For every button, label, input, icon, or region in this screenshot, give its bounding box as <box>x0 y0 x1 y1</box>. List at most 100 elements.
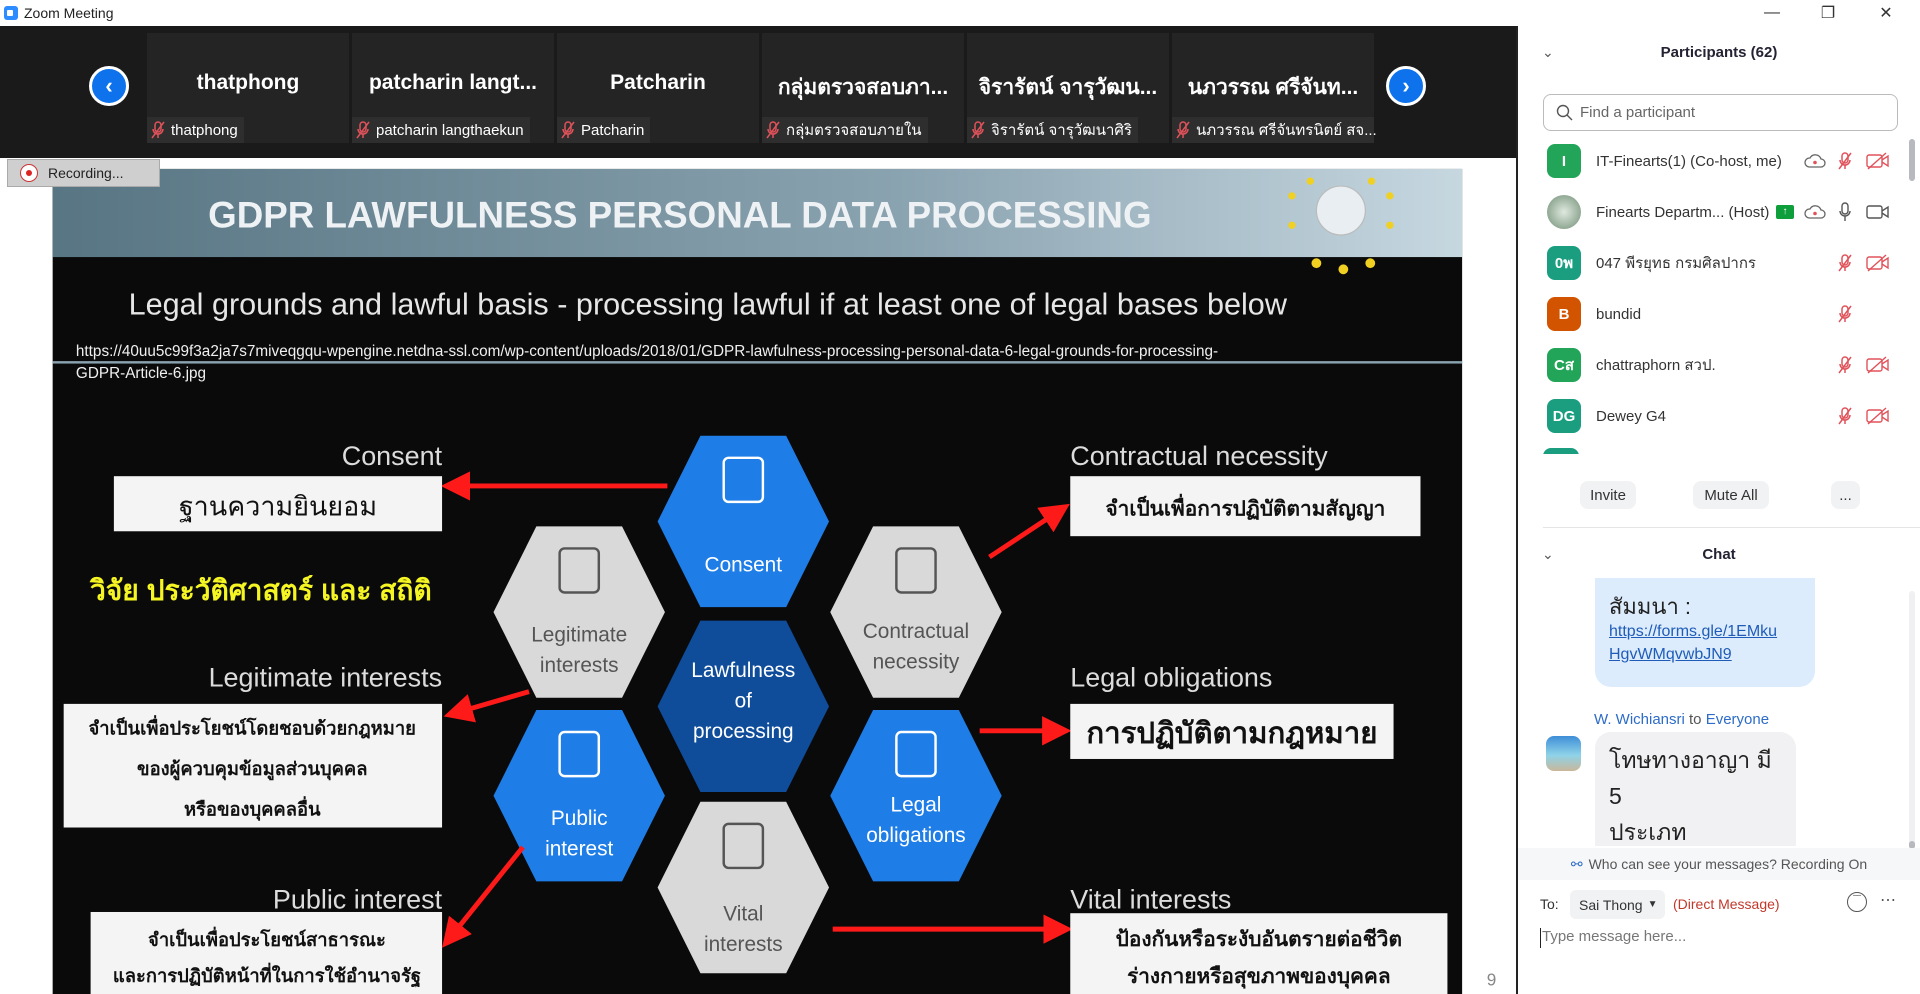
basis-thai: จำเป็นเพื่อประโยชน์โดยชอบด้วยกฎหมาย <box>89 714 416 739</box>
tile-name: thatphong <box>171 121 238 139</box>
hexagon-shape <box>657 801 830 974</box>
title-bar: Zoom Meeting <box>0 0 1920 26</box>
chat-message-text: สัมมนา : <box>1609 594 1692 619</box>
tile-name-label: นภวรรณ ศรีจันทรนิตย์ สจ... <box>1172 117 1377 143</box>
chat-notice-text: Who can see your messages? Recording On <box>1588 856 1868 872</box>
participant-video-tile[interactable]: จิรารัตน์ จารุวัฒน... จิรารัตน์ จารุวัฒน… <box>967 33 1169 143</box>
basis-box-legitimate <box>63 703 443 828</box>
chat-message-input[interactable]: Type message here... <box>1540 928 1910 948</box>
participant-name: Dewey G4 <box>1596 407 1667 425</box>
invite-button[interactable]: Invite <box>1580 481 1636 509</box>
avatar: DG <box>1547 399 1581 433</box>
participant-name: Finearts Departm... (Host) <box>1596 203 1770 221</box>
hexagon-shape <box>493 526 665 698</box>
basis-thai: ป้องกันหรือระงับอันตรายต่อชีวิต <box>1116 927 1402 951</box>
avatar: B <box>1547 297 1581 331</box>
participant-row[interactable]: DG Dewey G4 <box>1518 391 1898 441</box>
hex-label: interests <box>540 654 619 677</box>
chat-sender[interactable]: W. Wichiansri <box>1594 711 1685 728</box>
basis-thai: ของผู้ควบคุมข้อมูลส่วนบุคคล <box>137 758 367 781</box>
hexagon-shape <box>493 710 665 882</box>
chat-title: Chat <box>1702 546 1736 563</box>
basis-label-consent: Consent <box>342 441 443 471</box>
slide-title: GDPR LAWFULNESS PERSONAL DATA PROCESSING <box>208 195 1151 236</box>
chat-visibility-notice[interactable]: ⚯ Who can see your messages? Recording O… <box>1518 848 1920 880</box>
emoji-icon[interactable]: ‾‾ <box>1847 892 1867 912</box>
tile-display-name: Patcharin <box>610 71 706 94</box>
participant-video-tile[interactable]: กลุ่มตรวจสอบภา... กลุ่มตรวจสอบภายใน <box>762 33 964 143</box>
hex-label: Vital <box>723 903 763 926</box>
hex-label: processing <box>693 720 794 743</box>
mic-icon[interactable] <box>1833 200 1857 224</box>
participant-name: IT-Finearts(1) (Co-host, me) <box>1596 152 1782 170</box>
mic-muted-icon[interactable] <box>1833 353 1857 377</box>
participant-video-tile[interactable]: patcharin langt... patcharin langthaekun <box>352 33 554 143</box>
video-off-icon[interactable] <box>1863 404 1893 428</box>
collapse-participants-chevron-icon[interactable]: ⌄ <box>1542 44 1554 60</box>
participant-row[interactable]: Finearts Departm... (Host)↑ <box>1518 187 1898 237</box>
video-off-icon[interactable] <box>1863 353 1893 377</box>
slide-url-line: https://40uu5c99f3a2ja7s7miveqgqu-wpengi… <box>76 343 1218 360</box>
divider <box>1543 527 1920 528</box>
hexagon-shape <box>657 620 830 793</box>
collapse-chat-chevron-icon[interactable]: ⌄ <box>1542 546 1554 562</box>
mic-muted-icon[interactable] <box>1833 404 1857 428</box>
video-off-icon[interactable] <box>1863 149 1893 173</box>
mic-muted-icon <box>356 121 370 139</box>
hex-label: Consent <box>705 554 783 577</box>
panel-divider[interactable] <box>1516 26 1518 994</box>
participant-video-tile[interactable]: นภวรรณ ศรีจันท... นภวรรณ ศรีจันทรนิตย์ ส… <box>1172 33 1377 143</box>
video-off-icon[interactable] <box>1863 251 1893 275</box>
tile-name: นภวรรณ ศรีจันทรนิตย์ สจ... <box>1196 122 1377 139</box>
chat-more-icon[interactable]: ⋯ <box>1880 892 1896 909</box>
video-icon[interactable] <box>1863 200 1893 224</box>
recording-icon <box>20 164 38 182</box>
minimize-button[interactable]: — <box>1764 4 1780 21</box>
participant-list-scrollbar[interactable] <box>1909 139 1915 181</box>
hex-label: necessity <box>873 650 960 673</box>
basis-thai: จำเป็นเพื่อประโยชน์สาธารณะ <box>148 926 386 950</box>
maximize-button[interactable]: ❐ <box>1820 5 1836 22</box>
basis-label-public: Public interest <box>273 884 443 914</box>
participant-search-input[interactable]: Find a participant <box>1543 94 1898 131</box>
arrow-legitimate <box>443 689 530 723</box>
participant-video-tile[interactable]: thatphong thatphong <box>147 33 349 143</box>
close-button[interactable]: ✕ <box>1879 5 1893 22</box>
mic-muted-icon <box>1176 121 1190 139</box>
people-icon: ⚯ <box>1570 855 1583 872</box>
window-title: Zoom Meeting <box>24 5 114 21</box>
tile-display-name: กลุ่มตรวจสอบภา... <box>777 76 949 99</box>
mic-muted-icon[interactable] <box>1833 251 1857 275</box>
recording-indicator[interactable]: Recording... <box>7 159 160 187</box>
cloud-recording-icon <box>1803 200 1827 224</box>
more-options-button[interactable]: ... <box>1831 481 1860 509</box>
avatar: I <box>1547 144 1581 178</box>
page-number: 9 <box>1487 969 1497 989</box>
contractual-symbol-icon <box>895 547 937 594</box>
legitimate-symbol-icon <box>558 547 601 594</box>
mute-all-button[interactable]: Mute All <box>1693 481 1769 509</box>
mic-muted-icon[interactable] <box>1833 302 1857 326</box>
gallery-prev-button[interactable]: ‹ <box>89 66 129 106</box>
mic-muted-icon[interactable] <box>1833 149 1857 173</box>
chat-scrollbar[interactable] <box>1909 591 1915 849</box>
basis-box-consent <box>113 476 443 532</box>
hex-label: Public <box>551 807 608 830</box>
participant-video-tile[interactable]: Patcharin Patcharin <box>557 33 759 143</box>
avatar: Cส <box>1547 348 1581 382</box>
sidebar: ⌄ Participants (62) Find a participant I… <box>1518 26 1920 994</box>
basis-box-public <box>90 911 443 994</box>
participant-row[interactable]: I IT-Finearts(1) (Co-host, me) <box>1518 136 1898 186</box>
basis-box-contractual <box>1070 476 1421 537</box>
gallery-next-button[interactable]: › <box>1386 66 1426 106</box>
recipient-dropdown[interactable]: Sai Thong ▼ <box>1570 890 1665 919</box>
avatar <box>1547 195 1581 229</box>
